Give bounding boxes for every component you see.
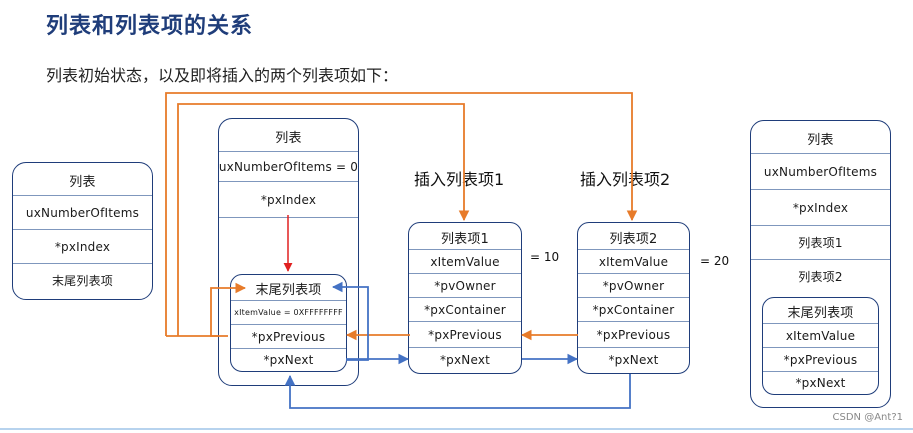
right-list-row-item1: 列表项1 xyxy=(751,225,890,259)
insert-item-2-value-note: = 20 xyxy=(700,254,730,268)
right-list-row-item2: 列表项2 xyxy=(751,259,890,293)
insert-item-2-owner: *pvOwner xyxy=(578,273,689,297)
insert-item-1-header: 列表项1 xyxy=(440,231,490,247)
insert-item-1-previous: *pxPrevious xyxy=(409,321,521,347)
right-end-item-box: 末尾列表项 xItemValue *pxPrevious *pxNext xyxy=(762,297,879,395)
left-list-row-count: uxNumberOfItems xyxy=(13,195,152,229)
bottom-rule xyxy=(0,428,913,430)
page-subtitle: 列表初始状态，以及即将插入的两个列表项如下： xyxy=(46,66,399,85)
insert-item-1-value: xItemValue xyxy=(409,249,521,273)
insert-item-1-container: *pxContainer xyxy=(409,297,521,321)
left-list-box: 列表 uxNumberOfItems *pxIndex 末尾列表项 xyxy=(12,162,153,300)
right-end-item-header: 末尾列表项 xyxy=(787,305,854,321)
right-end-item-next: *pxNext xyxy=(763,371,878,393)
left-list-header: 列表 xyxy=(69,175,96,190)
center-list-row-index: *pxIndex xyxy=(219,181,358,217)
left-list-row-end: 末尾列表项 xyxy=(13,263,152,297)
center-list-header: 列表 xyxy=(275,130,302,146)
right-end-item-value: xItemValue xyxy=(763,323,878,347)
center-end-item-value: xItemValue = 0XFFFFFFFF xyxy=(231,300,346,324)
left-list-row-index: *pxIndex xyxy=(13,229,152,263)
insert-item-1-next: *pxNext xyxy=(409,347,521,371)
insert-item-2-previous: *pxPrevious xyxy=(578,321,689,347)
right-end-item-previous: *pxPrevious xyxy=(763,347,878,371)
insert-item-2-container: *pxContainer xyxy=(578,297,689,321)
center-end-item-previous: *pxPrevious xyxy=(231,324,346,348)
insert-item-1-owner: *pvOwner xyxy=(409,273,521,297)
insert-item-2-label: 插入列表项2 xyxy=(580,170,671,189)
insert-item-1-value-note: = 10 xyxy=(530,250,560,264)
center-list-row-blank xyxy=(219,217,358,261)
center-list-row-count: uxNumberOfItems = 0 xyxy=(219,151,358,181)
insert-item-2-value: xItemValue xyxy=(578,249,689,273)
center-end-item-header: 末尾列表项 xyxy=(255,282,322,298)
right-list-row-count: uxNumberOfItems xyxy=(751,153,890,189)
insert-item-1-label: 插入列表项1 xyxy=(414,170,505,189)
right-list-header: 列表 xyxy=(807,132,834,148)
page-title: 列表和列表项的关系 xyxy=(46,14,254,39)
insert-item-2-box: 列表项2 xItemValue *pvOwner *pxContainer *p… xyxy=(577,222,690,374)
center-end-item-box: 末尾列表项 xItemValue = 0XFFFFFFFF *pxPreviou… xyxy=(230,274,347,372)
right-list-row-index: *pxIndex xyxy=(751,189,890,225)
insert-item-1-box: 列表项1 xItemValue *pvOwner *pxContainer *p… xyxy=(408,222,522,374)
insert-item-2-next: *pxNext xyxy=(578,347,689,371)
watermark: CSDN @Ant?1 xyxy=(832,412,903,423)
center-end-item-next: *pxNext xyxy=(231,348,346,370)
insert-item-2-header: 列表项2 xyxy=(609,231,658,247)
